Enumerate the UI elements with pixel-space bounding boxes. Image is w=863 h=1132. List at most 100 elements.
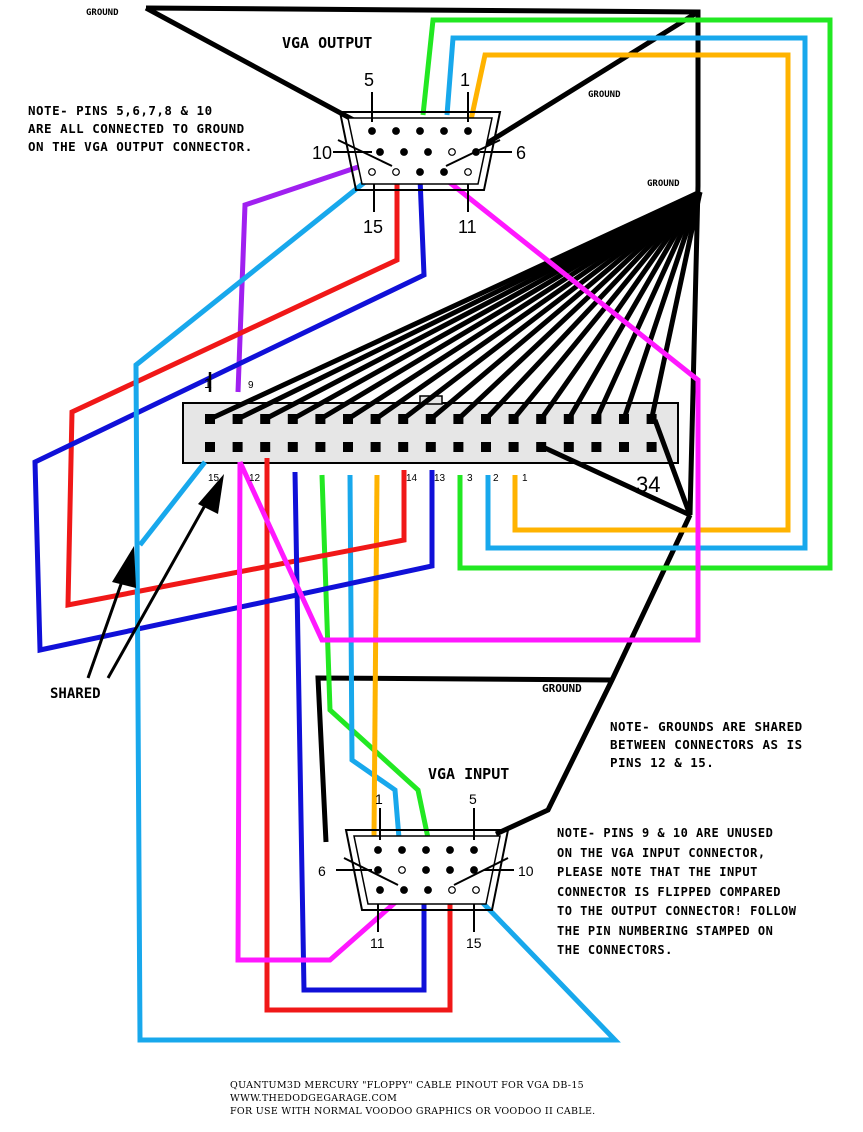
note-input-unused-line: THE PIN NUMBERING STAMPED ON	[557, 923, 774, 938]
input-pin15-label: 15	[466, 935, 482, 951]
ground-wire-input-right	[494, 513, 693, 837]
light-blue-wire	[444, 35, 808, 551]
header-pin-bottom	[536, 442, 547, 452]
red-wire-input	[264, 458, 453, 1013]
note-output-grounds-line: ON THE VGA OUTPUT CONNECTOR.	[28, 139, 253, 154]
input-pin11-label: 11	[370, 935, 385, 951]
green-wire	[420, 17, 833, 571]
db15-pin	[400, 148, 408, 156]
footer-line-usage: FOR USE WITH NORMAL VOODOO GRAPHICS OR V…	[230, 1106, 596, 1117]
db15-pin	[374, 846, 382, 854]
ground-fan-wire	[594, 190, 703, 421]
orange-wire-input	[371, 474, 380, 839]
header-lower-pin-label: 12	[249, 473, 261, 484]
text-labels: GROUND GROUND GROUND GROUND VGA OUTPUT V…	[50, 8, 680, 951]
db15-pin	[448, 886, 456, 894]
ground-wire-input-left	[315, 675, 613, 843]
db15-pin	[422, 866, 430, 874]
footer-line-website: WWW.THEDODGEGARAGE.COM	[230, 1093, 398, 1104]
input-shell-outer	[344, 829, 510, 911]
header-pin-bottom	[370, 442, 381, 452]
db15-pin	[446, 866, 454, 874]
header-body	[182, 402, 679, 464]
header-pin-bottom	[398, 442, 409, 452]
note-shared-grounds-line: PINS 12 & 15.	[610, 755, 715, 770]
db15-pin	[472, 148, 480, 156]
db15-pin	[424, 886, 432, 894]
db15-pin	[376, 148, 384, 156]
light-blue-wire-shared	[138, 460, 207, 547]
header-pin-bottom	[205, 442, 215, 452]
header-lower-pin-label: 15	[208, 473, 220, 484]
header-lower-pin-label: 14	[406, 473, 418, 484]
note-input-unused-line: TO THE OUTPUT CONNECTOR! FOLLOW	[557, 904, 797, 918]
db15-pin	[464, 168, 472, 176]
header-connector	[182, 395, 679, 464]
ground-label-output-right: GROUND	[588, 90, 621, 100]
header-pin-bottom	[343, 442, 353, 452]
output-pin5-label: 5	[364, 70, 374, 90]
db15-pin	[398, 846, 406, 854]
db15-pin	[470, 846, 478, 854]
note-input-unused-line: PLEASE NOTE THAT THE INPUT	[557, 865, 758, 879]
output-pin11-label: 11	[458, 217, 477, 237]
ground-fan-wire	[484, 190, 702, 421]
vga-output-connector	[333, 92, 512, 212]
blue-wire	[32, 177, 435, 654]
header-lower-pin-label: 1	[522, 473, 528, 484]
output-shell-outer	[338, 111, 502, 191]
input-pin10-label: 10	[518, 863, 534, 879]
blue-wire-input	[292, 471, 427, 993]
output-pin6-label: 6	[516, 143, 526, 163]
note-shared-grounds-line: NOTE- GROUNDS ARE SHARED	[610, 719, 803, 734]
db15-pin	[368, 168, 376, 176]
header-pin-bottom	[260, 442, 271, 452]
note-output-grounds-line: ARE ALL CONNECTED TO GROUND	[28, 121, 245, 136]
note-input-unused: NOTE- PINS 9 & 10 ARE UNUSED ON THE VGA …	[557, 824, 796, 961]
input-flange-right	[453, 857, 509, 886]
ground-wire-output-pin5	[144, 5, 374, 133]
db15-pin	[448, 148, 456, 156]
magenta-wire	[237, 176, 701, 643]
db15-pin	[398, 866, 406, 874]
input-pin5-label: 5	[469, 791, 477, 807]
input-pin6-label: 6	[318, 863, 326, 879]
ground-label-input: GROUND	[542, 682, 582, 695]
shared-arrowhead-1	[112, 546, 136, 588]
vga-input-connector	[336, 808, 514, 932]
ground-wire-header-lower	[543, 445, 692, 518]
header-pin-bottom	[287, 442, 298, 452]
ground-fan-wire	[346, 189, 702, 422]
header-pin-bottom	[453, 442, 464, 452]
note-output-grounds: NOTE- PINS 5,6,7,8 & 10 ARE ALL CONNECTE…	[28, 102, 253, 156]
footer-line-title: QUANTUM3D MERCURY "FLOPPY" CABLE PINOUT …	[230, 1080, 585, 1091]
purple-wire	[235, 150, 401, 393]
light-blue-wire-15	[133, 176, 621, 1043]
output-pin15-label: 15	[363, 217, 383, 237]
note-output-grounds-line: NOTE- PINS 5,6,7,8 & 10	[28, 103, 213, 118]
header-pin-bottom	[563, 442, 574, 452]
db15-pin	[392, 127, 400, 135]
ground-fan-wire	[566, 190, 703, 421]
shared-arrow-2	[106, 499, 210, 679]
header-pin-bottom	[646, 442, 657, 452]
footer-credits: QUANTUM3D MERCURY "FLOPPY" CABLE PINOUT …	[230, 1079, 596, 1118]
db15-pin	[392, 168, 400, 176]
output-pin10-label: 10	[312, 143, 332, 163]
header-pin-bottom	[232, 442, 243, 452]
db15-pin	[416, 168, 424, 176]
header-pin-bottom	[315, 442, 326, 452]
note-shared-grounds-line: BETWEEN CONNECTORS AS IS	[610, 737, 803, 752]
ground-fan-wire	[456, 190, 702, 421]
header-pin9-label: 9	[248, 380, 254, 391]
header-pin34-label: 34	[636, 472, 660, 497]
red-wire	[65, 178, 407, 609]
note-input-unused-line: CONNECTOR IS FLIPPED COMPARED	[557, 884, 782, 899]
ground-fan-wire	[401, 190, 702, 421]
vga-output-title: VGA OUTPUT	[282, 34, 372, 52]
ground-label-fan: GROUND	[647, 179, 680, 189]
ground-fan-wire	[539, 190, 703, 421]
db15-pin	[416, 127, 424, 135]
